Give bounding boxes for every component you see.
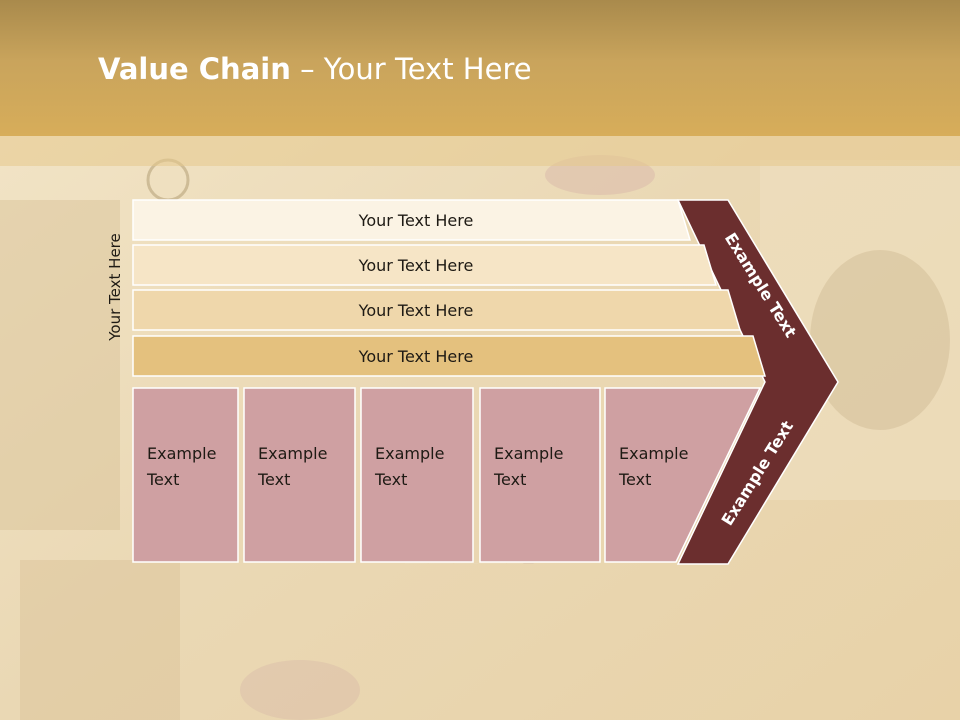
row-label-2: Your Text Here xyxy=(358,256,474,275)
box-4-line2: Text xyxy=(493,470,526,489)
box-5-line2: Text xyxy=(618,470,651,489)
box-2-line2: Text xyxy=(257,470,290,489)
box-4 xyxy=(479,387,601,563)
header-bar xyxy=(0,0,960,136)
box-1-line1: Example xyxy=(147,444,216,463)
box-3-line1: Example xyxy=(375,444,444,463)
box-2-line1: Example xyxy=(258,444,327,463)
row-label-4: Your Text Here xyxy=(358,347,474,366)
row-label-3: Your Text Here xyxy=(358,301,474,320)
row-bar-4 xyxy=(132,335,767,377)
title-bold: Value Chain xyxy=(98,52,291,86)
box-5 xyxy=(604,387,762,563)
row-bar-2 xyxy=(132,244,718,286)
row-label-1: Your Text Here xyxy=(358,211,474,230)
row-bar-1 xyxy=(132,199,692,241)
row-bar-3 xyxy=(132,289,742,331)
box-3-line2: Text xyxy=(374,470,407,489)
box-4-line1: Example xyxy=(494,444,563,463)
header-band xyxy=(0,136,960,166)
slide-title: Value Chain – Your Text Here xyxy=(98,52,532,86)
box-3 xyxy=(360,387,474,563)
box-2 xyxy=(243,387,356,563)
chevron-shape xyxy=(676,199,839,565)
box-1-line2: Text xyxy=(146,470,179,489)
box-1 xyxy=(132,387,239,563)
box-5-line1: Example xyxy=(619,444,688,463)
title-rest: – Your Text Here xyxy=(290,52,532,86)
